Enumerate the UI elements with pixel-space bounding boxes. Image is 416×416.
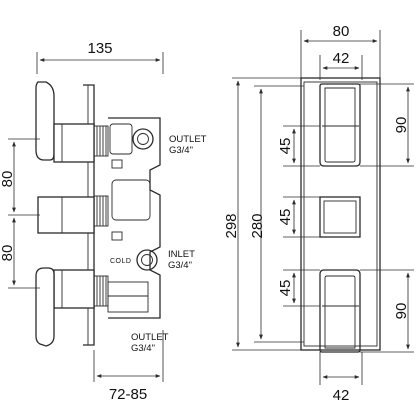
dim-overall-depth-value: 135 xyxy=(87,40,112,57)
dim-gap-upper-value: 45 xyxy=(277,138,294,155)
front-view: 80 42 xyxy=(223,23,414,404)
cover-plate xyxy=(300,77,381,351)
inlet-label: INLET xyxy=(168,249,195,260)
dim-plate-width-value: 80 xyxy=(333,23,350,40)
valve-body xyxy=(108,117,161,319)
valve-connectors xyxy=(107,123,151,313)
dim-handle-width-top: 42 xyxy=(319,50,363,80)
outlet-top-label: OUTLET xyxy=(169,134,207,145)
dim-overall-depth: 135 xyxy=(36,40,164,74)
dim-inner-height: 280 xyxy=(249,85,304,343)
dim-handle-width-bottom: 42 xyxy=(319,352,363,404)
front-handle-top xyxy=(319,83,361,167)
dim-gap-lower-value: 45 xyxy=(277,280,294,297)
lever-handle-bottom xyxy=(35,267,95,347)
threaded-sleeves xyxy=(93,125,109,307)
dim-handle-width-top-value: 42 xyxy=(333,50,350,67)
dim-gap-middle-value: 45 xyxy=(277,209,294,226)
dim-plate-width: 80 xyxy=(300,23,381,78)
dim-handle-width-bottom-value: 42 xyxy=(333,387,350,404)
dim-handle-height: 90 90 xyxy=(360,83,414,353)
outlet-bottom-label: OUTLET xyxy=(131,332,169,343)
front-knob-middle xyxy=(319,196,361,238)
outlet-port-top xyxy=(132,128,154,150)
outlet-bottom-thread: G3/4" xyxy=(131,343,155,354)
dim-handle-spacing: 80 80 xyxy=(0,138,40,289)
dim-handle-height-top-value: 90 xyxy=(393,117,410,134)
lever-handle-top xyxy=(35,81,95,163)
side-view: 135 xyxy=(0,40,207,403)
dim-overall-height-value: 298 xyxy=(223,213,240,238)
cold-label: COLD xyxy=(110,258,131,265)
knob-handle-middle xyxy=(37,196,95,234)
dim-protrusion: 72-85 xyxy=(93,330,164,403)
dim-handle-height-bottom-value: 90 xyxy=(393,303,410,320)
dim-gaps: 45 45 45 xyxy=(277,125,320,307)
dim-spacing-lower-value: 80 xyxy=(0,245,16,262)
front-handle-bottom xyxy=(319,269,361,353)
outlet-top-thread: G3/4" xyxy=(169,145,193,156)
dim-overall-height: 298 xyxy=(223,77,301,351)
inlet-port xyxy=(136,249,158,271)
dim-spacing-upper-value: 80 xyxy=(0,171,16,188)
dim-protrusion-value: 72-85 xyxy=(109,386,147,403)
dim-inner-height-value: 280 xyxy=(249,213,266,238)
inlet-thread: G3/4" xyxy=(168,260,192,271)
